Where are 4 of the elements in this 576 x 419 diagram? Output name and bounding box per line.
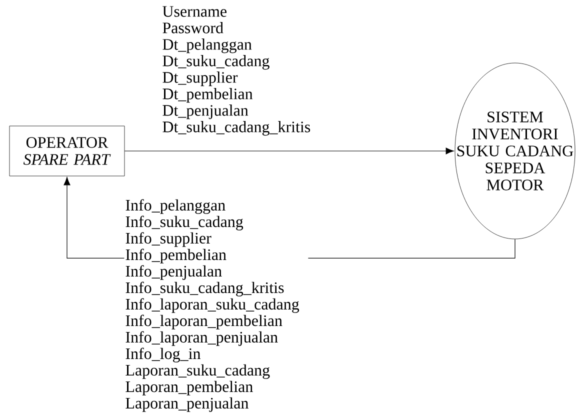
entity-box: OPERATOR SPARE PART bbox=[9, 126, 125, 176]
arrow bbox=[124, 148, 454, 154]
edge-label: Username Password Dt_pelanggan Dt_suku_cadang Dt_supplier Dt_pembelian Dt_penjualan Dt_suku_cadang_kritis bbox=[161, 5, 324, 137]
edge-label: Info_pelanggan Info_suku_cadang Info_supplier Info_pembelian Info_penjualan Info_suku_cadang_kritis Info_laporan_suku_cadang Info_laporan_pembelian Info_laporan_penjualan Info_log_in Laporan_suku_cadang Laporan_pembelian Laporan_penjualan bbox=[124, 198, 308, 413]
